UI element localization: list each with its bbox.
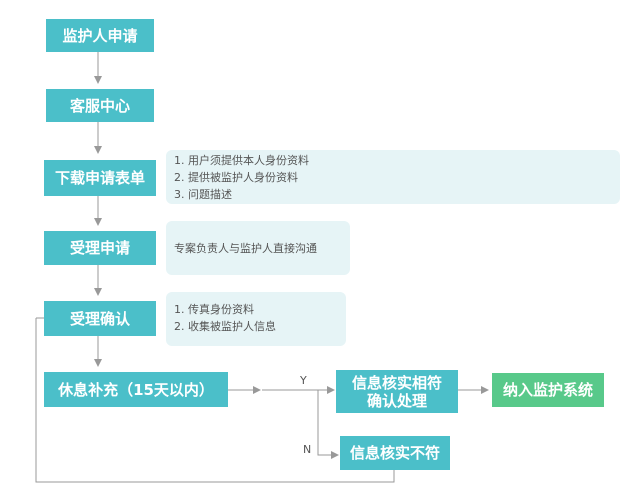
node-join-system: 纳入监护系统 (492, 373, 604, 407)
node-customer-service: 客服中心 (46, 89, 154, 122)
node-guardian-apply: 监护人申请 (46, 19, 154, 52)
note-accept-confirm: 1. 传真身份资料 2. 收集被监护人信息 (166, 292, 346, 346)
note-line: 1. 用户须提供本人身份资料 (174, 154, 309, 167)
node-verified-match: 信息核实相符确认处理 (336, 370, 458, 413)
note-download-form: 1. 用户须提供本人身份资料 2. 提供被监护人身份资料 3. 问题描述 (166, 150, 620, 204)
arrow-branch-to-mismatch (317, 390, 339, 459)
edge-label-yes: Y (300, 374, 307, 387)
node-supplement: 休息补充（15天以内） (44, 372, 228, 407)
note-line: 专案负责人与监护人直接沟通 (174, 241, 317, 255)
node-download-form: 下载申请表单 (44, 160, 156, 196)
node-verified-mismatch: 信息核实不符 (340, 436, 450, 470)
note-line: 1. 传真身份资料 (174, 303, 254, 316)
node-accept-confirm: 受理确认 (44, 301, 156, 336)
note-line: 2. 收集被监护人信息 (174, 320, 276, 333)
node-accept-application: 受理申请 (44, 231, 156, 265)
edge-label-no: N (303, 443, 312, 456)
note-accept-application: 专案负责人与监护人直接沟通 (166, 221, 350, 275)
note-line: 3. 问题描述 (174, 188, 232, 201)
note-line: 2. 提供被监护人身份资料 (174, 171, 298, 184)
loop-back-line (35, 318, 395, 483)
